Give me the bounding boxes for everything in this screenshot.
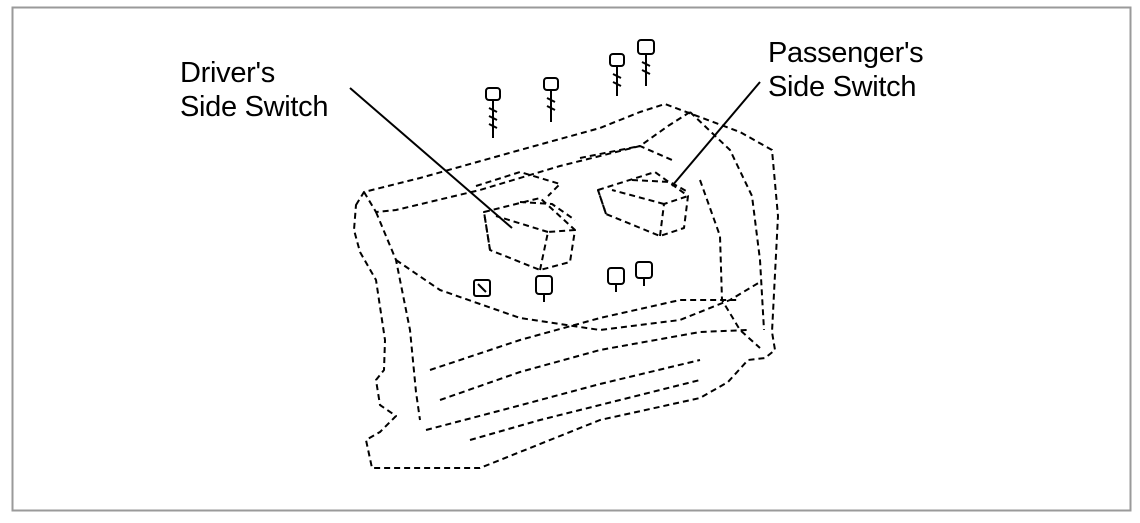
driver-label-line-1: Driver's	[180, 57, 275, 89]
passenger-label-line-1: Passenger's	[768, 37, 924, 69]
bolt-2	[535, 275, 553, 302]
housing-right-step	[699, 179, 761, 349]
bolt-3	[607, 267, 625, 292]
driver-leader-line	[349, 87, 513, 229]
housing-top-edge	[363, 111, 691, 213]
driver-switch-label: Driver's Side Switch	[180, 56, 329, 124]
driver-switch-face	[483, 211, 576, 271]
passenger-switch-body	[597, 171, 689, 237]
passenger-leader-line	[671, 81, 761, 187]
housing-outline	[353, 103, 779, 469]
bolt-1	[473, 279, 491, 297]
housing-lower-rail	[429, 299, 740, 371]
passenger-switch-label: Passenger's Side Switch	[768, 36, 924, 104]
housing-lower-rail-2	[439, 329, 749, 401]
passenger-switch-mount	[579, 145, 673, 161]
housing-inner-left	[375, 211, 421, 421]
figure-border	[11, 6, 1132, 512]
passenger-switch-connector	[631, 179, 689, 193]
bolt-4	[635, 261, 653, 286]
driver-switch-body	[483, 197, 576, 271]
passenger-label-line-2: Side Switch	[768, 71, 917, 103]
screw-4	[637, 39, 655, 86]
driver-switch-connector	[519, 201, 576, 221]
screw-2	[543, 77, 559, 122]
screw-3	[609, 53, 625, 96]
housing-right-wall	[689, 111, 765, 331]
housing-inner-floor	[395, 259, 761, 331]
housing-floor-front	[469, 379, 701, 441]
driver-label-line-2: Side Switch	[180, 91, 329, 123]
passenger-switch-face	[597, 189, 689, 237]
switch-assembly	[353, 103, 779, 469]
screw-1	[485, 87, 501, 138]
screws	[473, 39, 655, 302]
housing-bottom-lip	[425, 359, 701, 431]
driver-switch-mount	[475, 171, 561, 197]
